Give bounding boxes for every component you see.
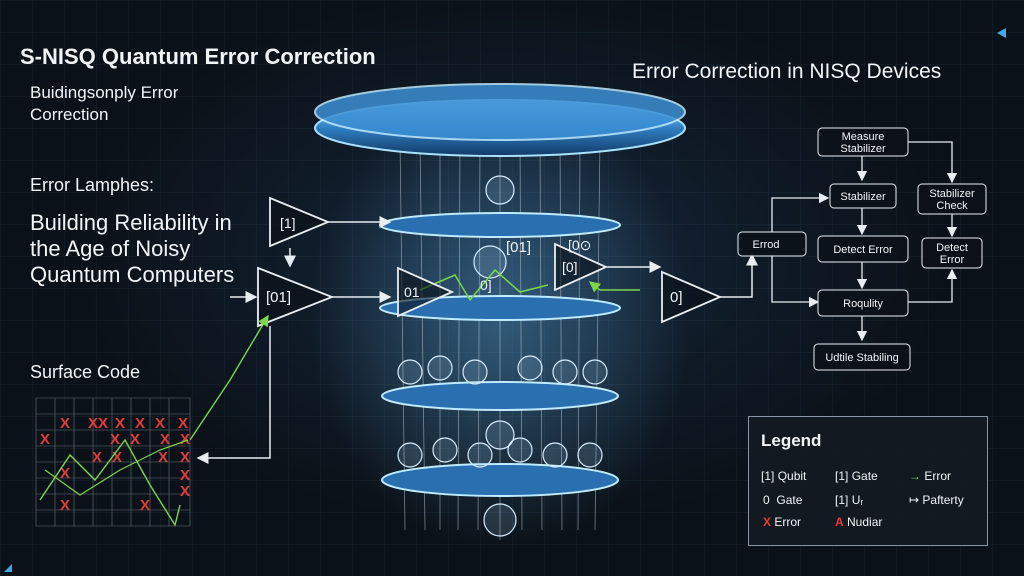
svg-text:X: X — [180, 449, 190, 466]
surface-code-label: Surface Code — [30, 362, 141, 382]
stack-label-b: [0⊙ — [568, 237, 591, 253]
stack-label-a: [01] — [506, 239, 531, 256]
gate-g1: [1] — [269, 196, 331, 248]
legend-panel: Legend [1] Qubit [1] Gate → Error 0 Gate… — [748, 416, 988, 546]
section-title-right: Error Correction in NISQ Devices — [632, 60, 942, 83]
flow-stab-check-line1: Stabilizer — [929, 188, 975, 200]
svg-text:X: X — [60, 465, 70, 482]
flow-errod: Errod — [753, 239, 780, 251]
legend-qubit: [1] Qubit — [761, 469, 807, 483]
svg-text:X: X — [180, 467, 190, 484]
svg-text:X: X — [178, 415, 188, 432]
svg-text:X: X — [115, 415, 125, 432]
svg-text:X: X — [40, 431, 50, 448]
svg-text:X: X — [98, 415, 108, 432]
legend-gate-1: [1] Gate — [835, 469, 878, 483]
svg-text:X: X — [155, 415, 165, 432]
svg-text:X: X — [130, 431, 140, 448]
svg-text:[0]: [0] — [562, 259, 578, 275]
svg-text:X: X — [92, 449, 102, 466]
gate-g5: 0] — [661, 270, 723, 324]
legend-pafterty: ↦ Pafterty — [909, 493, 964, 507]
svg-text:X: X — [60, 415, 70, 432]
flow-measure-line2: Stabilizer — [840, 143, 886, 155]
flowchart: Measure Stabilizer Stabilizer Stabilizer… — [737, 127, 987, 371]
svg-text:X: X — [88, 415, 98, 432]
svg-text:X: X — [110, 431, 120, 448]
legend-gate-0: 0 Gate — [763, 493, 803, 507]
legend-ur: [1] Uᵣ — [835, 493, 864, 507]
svg-text:X: X — [135, 415, 145, 432]
legend-error-x: X Error — [763, 515, 802, 529]
page-subtitle: Buidingsonply Error Correction — [30, 83, 179, 124]
flow-measure-line1: Measure — [842, 131, 885, 143]
svg-text:[01]: [01] — [266, 289, 291, 306]
flow-detect-error-2-line1: Detect — [936, 242, 968, 254]
gate-g2: [01] — [257, 266, 335, 328]
headline: Building Reliability in the Age of Noisy… — [30, 210, 235, 287]
flow-detect-error-2-line2: Error — [940, 254, 965, 266]
flow-stabilizer: Stabilizer — [840, 191, 886, 203]
svg-text:0]: 0] — [670, 289, 683, 306]
legend-error-arrow: → Error — [909, 469, 952, 483]
legend-title: Legend — [761, 431, 822, 450]
corner-accent-top-right — [997, 28, 1006, 38]
flow-stab-check-line2: Check — [936, 200, 968, 212]
svg-text:X: X — [180, 483, 190, 500]
stack-label-c: 0] — [480, 277, 492, 293]
gate-g4: [0] — [554, 242, 609, 292]
flow-udtile: Udtile Stabiling — [825, 352, 898, 364]
gate-g3: 01 — [397, 266, 455, 318]
page-title: S-NISQ Quantum Error Correction — [20, 44, 376, 69]
svg-text:01: 01 — [404, 284, 420, 300]
svg-text:X: X — [140, 497, 150, 514]
error-lamp-label: Error Lamphes: — [30, 175, 155, 195]
svg-text:X: X — [60, 497, 70, 514]
svg-text:X: X — [160, 431, 170, 448]
legend-nudiar: A Nudiar — [835, 515, 883, 529]
quantum-chandelier — [310, 83, 690, 550]
svg-text:[1]: [1] — [280, 215, 296, 231]
svg-text:X: X — [112, 449, 122, 466]
flow-detect-error: Detect Error — [833, 244, 893, 256]
flow-roqulity: Roqulity — [843, 298, 883, 310]
svg-text:X: X — [180, 431, 190, 448]
svg-text:X: X — [158, 449, 168, 466]
